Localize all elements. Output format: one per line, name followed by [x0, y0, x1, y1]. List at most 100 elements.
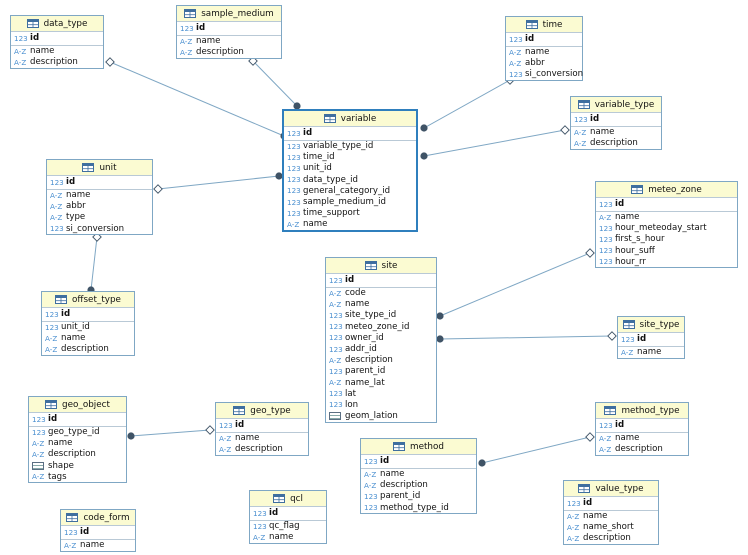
- entity-header[interactable]: time: [506, 17, 582, 33]
- entity-header[interactable]: offset_type: [42, 292, 134, 308]
- entity-header[interactable]: geo_type: [216, 403, 308, 419]
- entity-header[interactable]: site: [326, 258, 436, 274]
- entity-header[interactable]: unit: [47, 160, 152, 176]
- entity-header[interactable]: sample_medium: [177, 6, 281, 22]
- entity-header[interactable]: method: [361, 439, 476, 455]
- entity-header[interactable]: variable_type: [571, 97, 661, 113]
- entity-header[interactable]: variable: [284, 111, 416, 127]
- entity-header[interactable]: meteo_zone: [596, 182, 737, 198]
- entity-header[interactable]: data_type: [11, 16, 103, 32]
- entity-header[interactable]: code_form: [61, 510, 135, 526]
- entity-header[interactable]: site_type: [618, 317, 684, 333]
- entity-header[interactable]: geo_object: [29, 397, 126, 413]
- column-row[interactable]: geom_lation: [326, 411, 436, 422]
- column-row[interactable]: shape: [29, 460, 126, 471]
- entity-header[interactable]: value_type: [564, 481, 658, 497]
